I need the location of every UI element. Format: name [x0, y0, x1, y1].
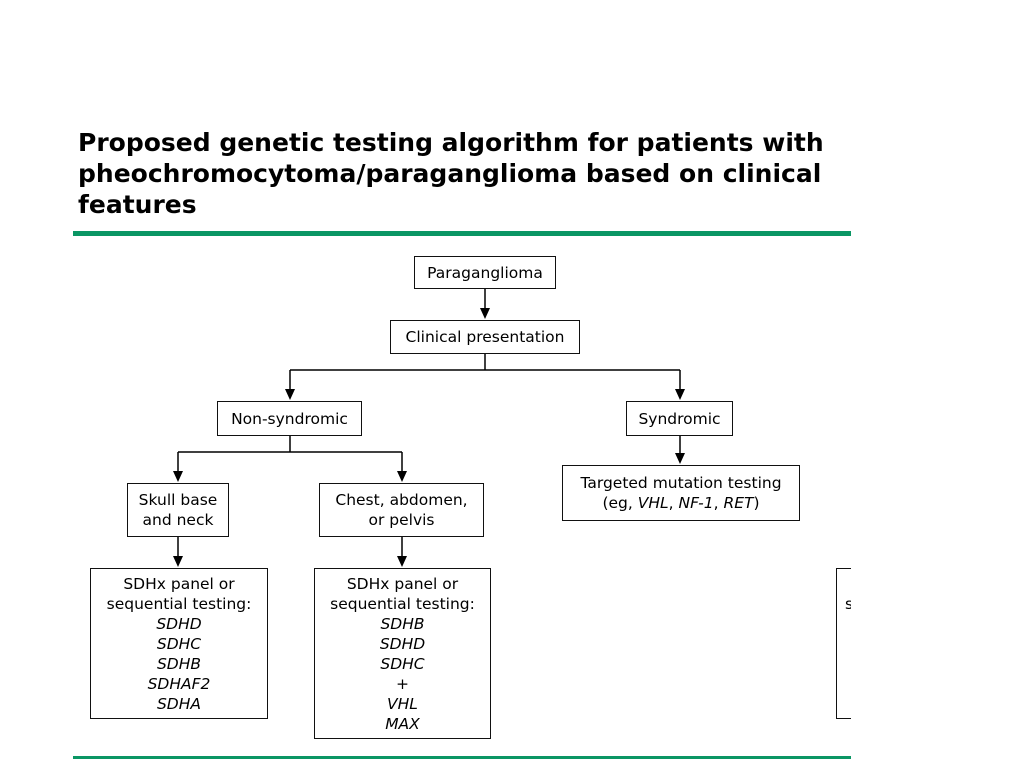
node-label-line: and neck [142, 511, 214, 529]
non-syndromic-box: Non-syndromic [217, 401, 362, 436]
arrowhead [675, 389, 685, 400]
gene-name: SDHC [156, 634, 202, 653]
node-label-line: Targeted mutation testing [580, 474, 782, 492]
arrowhead [173, 556, 183, 567]
node-label: Syndromic [638, 409, 721, 428]
example-text: ) [753, 494, 760, 512]
title-divider [73, 231, 851, 236]
paraganglioma-box: Paraganglioma [414, 256, 556, 289]
plus-sign: + [396, 674, 409, 693]
arrowhead [675, 453, 685, 464]
gene-name: SDHB [156, 654, 202, 673]
syndromic-box: Syndromic [626, 401, 733, 436]
flowchart-connectors [173, 289, 685, 567]
gene-name: RET [723, 494, 754, 512]
arrowhead [173, 471, 183, 482]
gene-name: SDHC [380, 654, 425, 673]
skull-base-testing-box: SDHx panel or sequential testing: SDHD S… [90, 568, 268, 719]
page-title: Proposed genetic testing algorithm for p… [78, 128, 824, 219]
clipped-testing-box: s [836, 568, 851, 719]
arrowhead [480, 308, 490, 319]
node-label-line: or pelvis [368, 511, 435, 529]
node-label: Paraganglioma [427, 263, 543, 282]
gene-name: SDHA [156, 694, 202, 713]
clinical-presentation-box: Clinical presentation [390, 320, 580, 354]
arrowhead [397, 471, 407, 482]
gene-name: VHL [387, 694, 418, 713]
targeted-testing-examples: (eg, VHL, NF-1, RET) [602, 493, 759, 513]
bottom-divider [73, 756, 851, 759]
chest-abdomen-pelvis-testing-box: SDHx panel or sequential testing: SDHB S… [314, 568, 491, 739]
skull-base-and-neck-box: Skull base and neck [127, 483, 229, 537]
node-label-line: Skull base [138, 491, 218, 509]
testing-heading-line: sequential testing: [330, 594, 475, 613]
gene-name: NF-1 [678, 494, 714, 512]
node-label-line: Chest, abdomen, [335, 491, 468, 509]
algorithm-flowchart: Paraganglioma Clinical presentation Non-… [0, 240, 851, 752]
node-label: Non-syndromic [231, 409, 348, 428]
example-separator: , [668, 494, 679, 512]
gene-name: SDHD [379, 634, 426, 653]
gene-name: SDHB [380, 614, 425, 633]
gene-name: SDHAF2 [147, 674, 211, 693]
gene-name: VHL [637, 494, 669, 512]
testing-heading-line: SDHx panel or [123, 574, 235, 593]
chest-abdomen-pelvis-box: Chest, abdomen, or pelvis [319, 483, 484, 537]
testing-heading-line: SDHx panel or [346, 574, 459, 593]
arrowhead [397, 556, 407, 567]
targeted-mutation-testing-box: Targeted mutation testing (eg, VHL, NF-1… [562, 465, 800, 521]
example-separator: , [713, 494, 724, 512]
testing-heading-line: sequential testing: [106, 594, 252, 613]
arrowhead [285, 389, 295, 400]
clipped-box-text: s [845, 595, 851, 613]
example-text: (eg, [602, 494, 638, 512]
node-label: Clinical presentation [405, 328, 565, 346]
gene-name: SDHD [156, 614, 202, 633]
gene-name: MAX [385, 714, 420, 733]
